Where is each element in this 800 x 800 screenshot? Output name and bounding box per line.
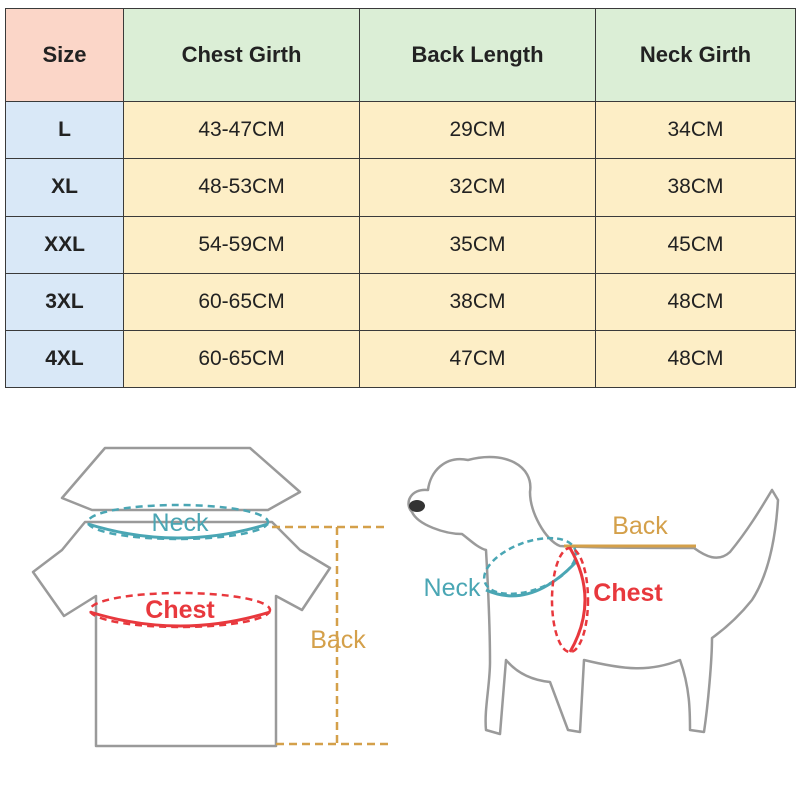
table-row: XXL 54-59CM 35CM 45CM: [5, 215, 796, 274]
dog-nose: [409, 500, 425, 512]
shirt-back-label: Back: [310, 626, 366, 654]
chest-value: 54-59CM: [123, 215, 360, 274]
neck-value: 38CM: [595, 158, 796, 217]
shirt-illustration: [31, 446, 332, 748]
size-cell: XL: [5, 158, 124, 217]
back-value: 29CM: [359, 101, 596, 160]
shirt-body-outline: [31, 520, 332, 748]
table-row: XL 48-53CM 32CM 38CM: [5, 158, 796, 217]
dog-neck-line-front: [485, 560, 578, 598]
back-value: 35CM: [359, 215, 596, 274]
chest-girth-header: Chest Girth: [123, 7, 360, 103]
size-cell: XXL: [5, 215, 124, 274]
measurement-diagram: Neck Chest Back Back Neck Chest: [31, 446, 780, 748]
table-row: 3XL 60-65CM 38CM 48CM: [5, 272, 796, 331]
dog-neck-line: [482, 536, 578, 596]
shirt-chest-line-front: [89, 610, 271, 628]
shirt-chest-label: Chest: [145, 596, 215, 624]
back-length-header: Back Length: [359, 7, 596, 103]
shirt-collar-outline: [60, 446, 302, 512]
neck-value: 34CM: [595, 101, 796, 160]
chest-value: 60-65CM: [123, 272, 360, 331]
size-cell: 3XL: [5, 272, 124, 331]
table-header-row: Size Chest Girth Back Length Neck Girth: [5, 7, 796, 103]
dog-back-label: Back: [612, 512, 668, 540]
dog-chest-line-front: [568, 547, 587, 653]
size-cell: 4XL: [5, 329, 124, 389]
dog-neck-label: Neck: [424, 574, 481, 602]
chest-value: 48-53CM: [123, 158, 360, 217]
dog-silhouette: [407, 455, 780, 736]
back-value: 47CM: [359, 329, 596, 389]
shirt-neck-line: [86, 503, 270, 541]
neck-value: 45CM: [595, 215, 796, 274]
shirt-chest-line: [88, 591, 272, 629]
size-header: Size: [5, 7, 124, 103]
table-row: L 43-47CM 29CM 34CM: [5, 101, 796, 160]
shirt-back-length-marker: [272, 525, 388, 746]
neck-girth-header: Neck Girth: [595, 7, 796, 103]
neck-value: 48CM: [595, 329, 796, 389]
chest-value: 43-47CM: [123, 101, 360, 160]
shirt-neck-line-front: [87, 522, 269, 540]
chest-value: 60-65CM: [123, 329, 360, 389]
back-value: 38CM: [359, 272, 596, 331]
shirt-neck-label: Neck: [152, 509, 209, 537]
size-chart-table: Size Chest Girth Back Length Neck Girth …: [5, 7, 796, 389]
size-cell: L: [5, 101, 124, 160]
neck-value: 48CM: [595, 272, 796, 331]
dog-chest-label: Chest: [593, 579, 663, 607]
back-value: 32CM: [359, 158, 596, 217]
table-row: 4XL 60-65CM 47CM 48CM: [5, 329, 796, 389]
